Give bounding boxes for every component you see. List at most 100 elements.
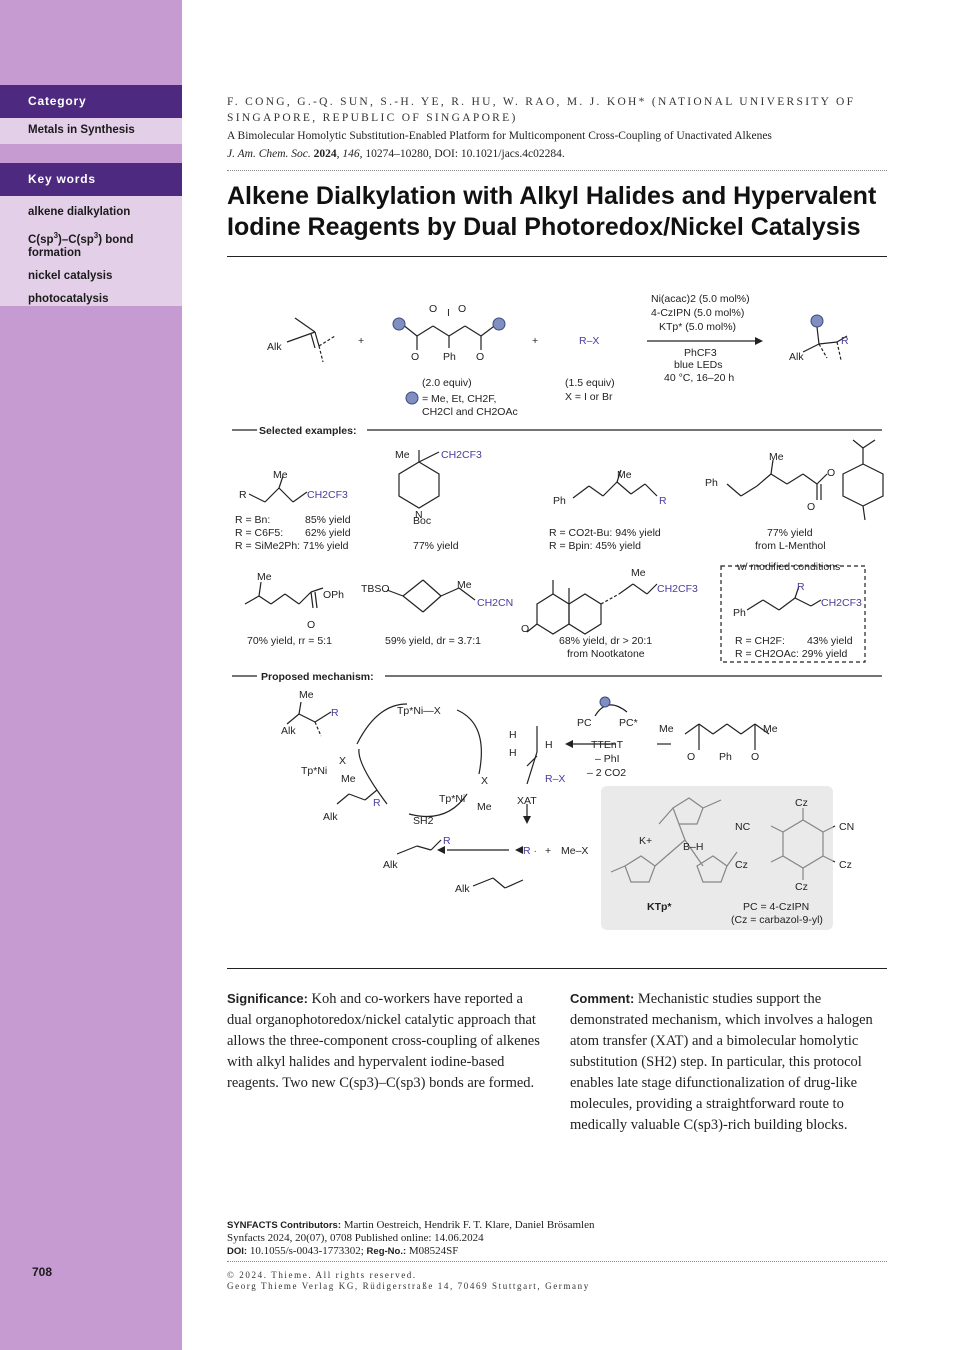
- condition-3: KTp* (5.0 mol%): [659, 321, 736, 333]
- svg-text:Me–X: Me–X: [561, 845, 588, 857]
- doi: 10.1055/s-0043-1773302;: [249, 1245, 364, 1257]
- svg-text:Alk: Alk: [267, 341, 282, 353]
- svg-text:Ph: Ph: [705, 477, 718, 489]
- keyword-item: C(sp3)–C(sp3) bond formation: [28, 231, 134, 259]
- doi-line: DOI: 10.1055/s-0043-1773302; Reg-No.: M0…: [227, 1245, 887, 1258]
- svg-text:XAT: XAT: [517, 795, 537, 807]
- example-text: 59% yield, dr = 3.7:1: [385, 635, 481, 647]
- svg-text:R–X: R–X: [545, 773, 565, 785]
- svg-text:Me: Me: [395, 449, 410, 461]
- svg-text:Tp*Ni: Tp*Ni: [439, 793, 465, 805]
- halide-definition: X = I or Br: [565, 391, 613, 403]
- title-rule: [227, 256, 887, 257]
- svg-text:O: O: [411, 351, 419, 363]
- svg-text:Cz: Cz: [795, 881, 808, 893]
- svg-text:Me: Me: [763, 723, 778, 735]
- contributors: Martin Oestreich, Hendrik F. T. Klare, D…: [343, 1219, 595, 1231]
- volume: 146: [342, 148, 360, 160]
- example-text: R = C6F5:: [235, 527, 283, 539]
- svg-text:I: I: [447, 307, 450, 319]
- svg-text:R ·: R ·: [523, 845, 537, 857]
- example-text: from L-Menthol: [755, 540, 826, 552]
- example-text: 85% yield: [305, 514, 351, 526]
- svg-text:PC*: PC*: [619, 717, 638, 729]
- reagent-definition: = Me, Et, CH2F,: [422, 393, 496, 405]
- keywords-heading: Key words: [0, 163, 182, 196]
- sidebar: Category Metals in Synthesis Key words a…: [0, 0, 182, 1350]
- selected-examples-heading: Selected examples:: [259, 425, 356, 437]
- comment-column: Comment: Mechanistic studies support the…: [570, 988, 888, 1136]
- example-text: R = CH2OAc: 29% yield: [735, 648, 847, 660]
- category-heading: Category: [0, 85, 182, 118]
- condition-1: Ni(acac)2 (5.0 mol%): [651, 293, 750, 305]
- svg-text:Cz: Cz: [795, 797, 808, 809]
- example-text: 77% yield: [413, 540, 459, 552]
- svg-text:Tp*Ni—X: Tp*Ni—X: [397, 705, 441, 717]
- alkyl-ball-icon: [810, 314, 824, 328]
- journal: J. Am. Chem. Soc.: [227, 148, 311, 160]
- svg-text:Alk: Alk: [789, 351, 804, 363]
- svg-text:NC: NC: [735, 821, 751, 833]
- svg-text:Alk: Alk: [455, 883, 470, 895]
- svg-text:O: O: [687, 751, 695, 763]
- svg-text:– PhI: – PhI: [595, 753, 620, 765]
- year: 2024: [313, 148, 337, 160]
- svg-text:Ph: Ph: [553, 495, 566, 507]
- copyright-line: © 2024. Thieme. All rights reserved.: [227, 1270, 417, 1280]
- halide-equiv: (1.5 equiv): [565, 377, 615, 389]
- alkyl-ball-icon: [492, 317, 506, 331]
- condition-2: 4-CzIPN (5.0 mol%): [651, 307, 744, 319]
- rx-label: R–X: [579, 335, 599, 347]
- svg-text:Me: Me: [273, 469, 288, 481]
- svg-text:Me: Me: [659, 723, 674, 735]
- svg-text:CH2CN: CH2CN: [477, 597, 513, 609]
- alkyl-ball-icon: [405, 391, 419, 405]
- svg-text:+: +: [358, 335, 364, 347]
- pages-doi: , 10274–10280, DOI: 10.1021/jacs.4c02284…: [359, 148, 565, 160]
- svg-text:Ph: Ph: [443, 351, 456, 363]
- svg-text:+: +: [545, 845, 551, 857]
- svg-text:K+: K+: [639, 835, 652, 847]
- svg-text:OPh: OPh: [323, 589, 344, 601]
- body-rule: [227, 968, 887, 969]
- issue-line: Synfacts 2024, 20(07), 0708 Published on…: [227, 1232, 484, 1244]
- svg-text:R: R: [659, 495, 667, 507]
- reg-label: Reg-No.:: [366, 1246, 407, 1257]
- svg-text:Ph: Ph: [719, 751, 732, 763]
- keyword-item: photocatalysis: [28, 292, 109, 305]
- svg-text:Alk: Alk: [323, 811, 338, 823]
- svg-text:Alk: Alk: [383, 859, 398, 871]
- svg-text:Me: Me: [617, 469, 632, 481]
- condition-6: 40 °C, 16–20 h: [664, 372, 734, 384]
- svg-text:O: O: [476, 351, 484, 363]
- svg-text:B–H: B–H: [683, 841, 703, 853]
- svg-text:Me: Me: [257, 571, 272, 583]
- svg-text:Me: Me: [769, 451, 784, 463]
- svg-text:R: R: [373, 797, 381, 809]
- doi-label: DOI:: [227, 1246, 248, 1257]
- svg-text:Tp*Ni: Tp*Ni: [301, 765, 327, 777]
- example-text: 62% yield: [305, 527, 351, 539]
- header-divider: [227, 170, 887, 171]
- svg-text:CH2CF3: CH2CF3: [657, 583, 698, 595]
- svg-text:O: O: [521, 623, 529, 635]
- pc-note: PC = 4-CzIPN: [743, 901, 809, 913]
- example-text: R = Bn:: [235, 514, 270, 526]
- svg-text:PC: PC: [577, 717, 592, 729]
- example-text: 43% yield: [807, 635, 853, 647]
- svg-text:– 2 CO2: – 2 CO2: [587, 767, 626, 779]
- svg-text:CN: CN: [839, 821, 854, 833]
- svg-text:R: R: [239, 489, 247, 501]
- example-text: R = CH2F:: [735, 635, 785, 647]
- significance-column: Significance: Koh and co-workers have re…: [227, 988, 545, 1094]
- example-text: 70% yield, rr = 5:1: [247, 635, 332, 647]
- keyword-item: nickel catalysis: [28, 269, 113, 282]
- reg-number: M08524SF: [408, 1245, 459, 1257]
- svg-text:Me: Me: [341, 773, 356, 785]
- svg-text:Cz: Cz: [839, 859, 852, 871]
- svg-text:CH2CF3: CH2CF3: [821, 597, 862, 609]
- keywords-panel: alkene dialkylation C(sp3)–C(sp3) bond f…: [0, 196, 182, 306]
- svg-text:TTEnT: TTEnT: [591, 739, 624, 751]
- svg-text:H: H: [509, 729, 517, 741]
